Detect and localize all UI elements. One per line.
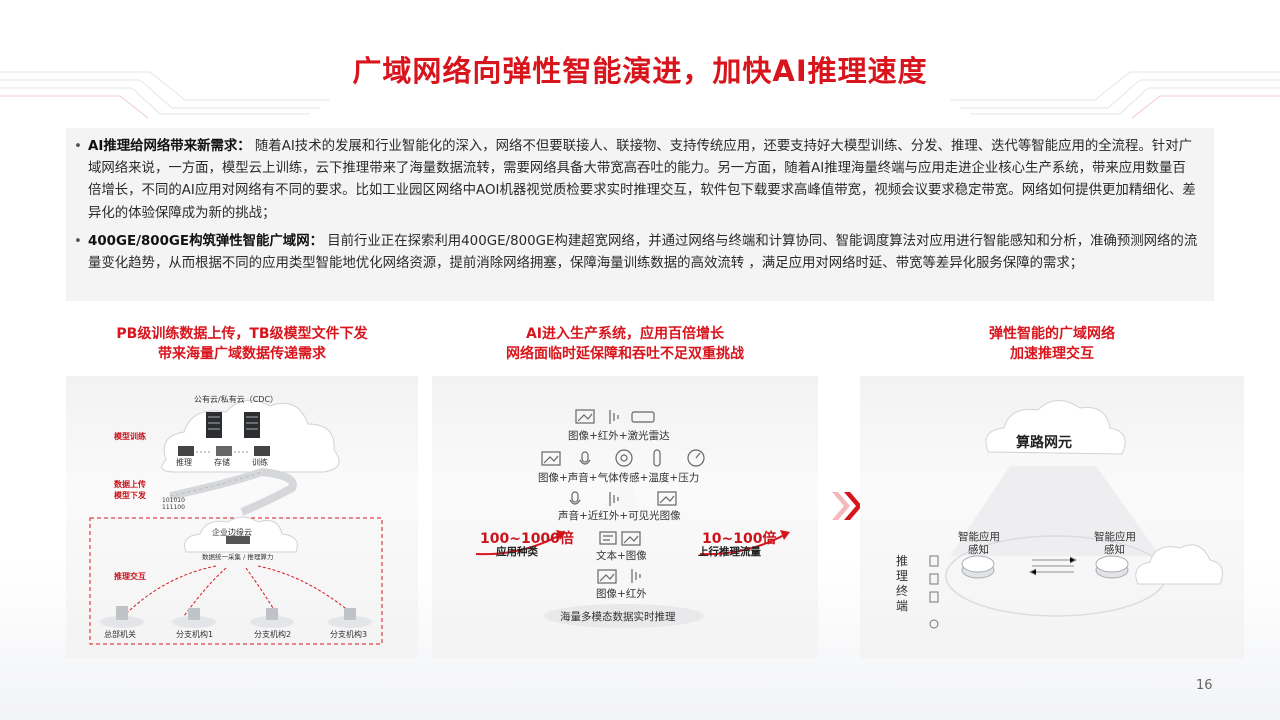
col1-heading-line1: PB级训练数据上传，TB级模型文件下发 xyxy=(116,326,368,342)
page-number: 16 xyxy=(1196,678,1213,693)
aware-left-line2: 感知 xyxy=(968,544,989,556)
terminal-char-1: 推 xyxy=(896,554,909,568)
server-infer-label: 推理 xyxy=(176,458,192,467)
col1-heading: PB级训练数据上传，TB级模型文件下发 带来海量广域数据传递需求 xyxy=(66,324,418,364)
bullet-dot: • xyxy=(74,233,82,249)
col3-heading-line2: 加速推理交互 xyxy=(1010,346,1094,362)
data-upload-label-1: 数据上传 xyxy=(114,480,146,489)
stat-right-label: 上行推理流量 xyxy=(698,546,761,558)
intro-box: • AI推理给网络带来新需求： 随着AI技术的发展和行业智能化的深入，网络不但要… xyxy=(66,128,1214,301)
bits-line-2: 111100 xyxy=(162,504,185,511)
col3-heading: 弹性智能的广域网络 加速推理交互 xyxy=(860,324,1244,364)
edge-cloud-label: 企业边缘云 xyxy=(212,528,252,537)
terminal-char-3: 终 xyxy=(896,584,909,598)
col3-panel: 算路网元 智能应用 感知 智能应用 感知 推 理 终 端 xyxy=(860,376,1244,658)
chevron-right-icon xyxy=(832,492,862,520)
col3-heading-line1: 弹性智能的广域网络 xyxy=(989,326,1115,342)
page-title: 广域网络向弹性智能演进，加快AI推理速度 xyxy=(352,54,928,88)
edge-sub-label: 数据统一采集 / 推理算力 xyxy=(202,553,274,561)
row-label-3: 声音+近红外+可见光图像 xyxy=(558,510,681,522)
top-cloud: 算路网元 xyxy=(996,428,1092,456)
col1-heading-line2: 带来海量广域数据传递需求 xyxy=(158,346,326,362)
stat-left-label: 应用种类 xyxy=(496,546,538,558)
aware-right-line1: 智能应用 xyxy=(1094,531,1136,543)
aware-left-line1: 智能应用 xyxy=(958,531,1000,543)
col1-diagram xyxy=(89,399,383,645)
bullet-text: 随着AI技术的发展和行业智能化的深入，网络不但要联接人、联接物、支持传统应用，还… xyxy=(88,139,1196,221)
bullet-text: 目前行业正在探索利用400GE/800GE构建超宽网络，并通过网络与终端和计算协… xyxy=(88,233,1198,272)
bullet-dot: • xyxy=(74,139,82,154)
terminal-char-2: 理 xyxy=(896,569,909,583)
infer-interact-label: 推理交互 xyxy=(114,572,146,581)
site-branch-1: 分支机构1 xyxy=(176,630,214,639)
col2-heading-line1: AI进入生产系统，应用百倍增长 xyxy=(525,326,725,342)
server-train-label: 训练 xyxy=(252,458,268,467)
server-store-label: 存储 xyxy=(214,458,230,467)
terminal-char-4: 端 xyxy=(896,599,909,613)
row-label-1: 图像+红外+激光雷达 xyxy=(568,430,670,442)
model-training-label: 模型训练 xyxy=(114,432,146,441)
col2-heading-line2: 网络面临时延保障和吞吐不足双重挑战 xyxy=(506,346,744,362)
row-label-5: 图像+红外 xyxy=(596,588,647,600)
row-label-2: 图像+声音+气体传感+温度+压力 xyxy=(538,472,700,484)
site-hq: 总部机关 xyxy=(104,630,136,639)
bits-line-1: 101010 xyxy=(162,497,185,504)
bullet-400ge: • 400GE/800GE构筑弹性智能广域网： 目前行业正在探索利用400GE/… xyxy=(74,231,1198,275)
stat-left-value: 100~1000倍 xyxy=(480,531,574,547)
bullet-ai-inference: • AI推理给网络带来新需求： 随着AI技术的发展和行业智能化的深入，网络不但要… xyxy=(74,136,1198,225)
col2-heading: AI进入生产系统，应用百倍增长 网络面临时延保障和吞吐不足双重挑战 xyxy=(432,324,818,364)
col3-diagram xyxy=(929,400,1223,629)
stat-right-value: 10~100倍 xyxy=(702,531,777,547)
site-branch-2: 分支机构2 xyxy=(254,630,292,639)
col2-panel: 图像+红外+激光雷达 图像+声音+气体传感+温度+压力 声音+近红外+可见光图像… xyxy=(432,376,818,658)
terminal-label: 推 理 终 端 xyxy=(896,554,910,614)
col1-panel: 公有云/私有云（CDC） 模型训练 数据上传 模型下发 推理 存储 训练 101… xyxy=(66,376,418,658)
row-label-4: 文本+图像 xyxy=(596,550,647,562)
site-branch-3: 分支机构3 xyxy=(330,630,368,639)
aware-right-line2: 感知 xyxy=(1104,544,1125,556)
data-upload-label-2: 模型下发 xyxy=(114,491,146,500)
bullet-lead: 400GE/800GE构筑弹性智能广域网： xyxy=(88,233,323,249)
base-label: 海量多模态数据实时推理 xyxy=(560,611,676,623)
cloud-label: 公有云/私有云（CDC） xyxy=(194,395,279,404)
top-cloud-label: 算路网元 xyxy=(1016,435,1072,451)
bullet-lead: AI推理给网络带来新需求： xyxy=(88,139,251,154)
col2-diagram xyxy=(475,409,790,628)
